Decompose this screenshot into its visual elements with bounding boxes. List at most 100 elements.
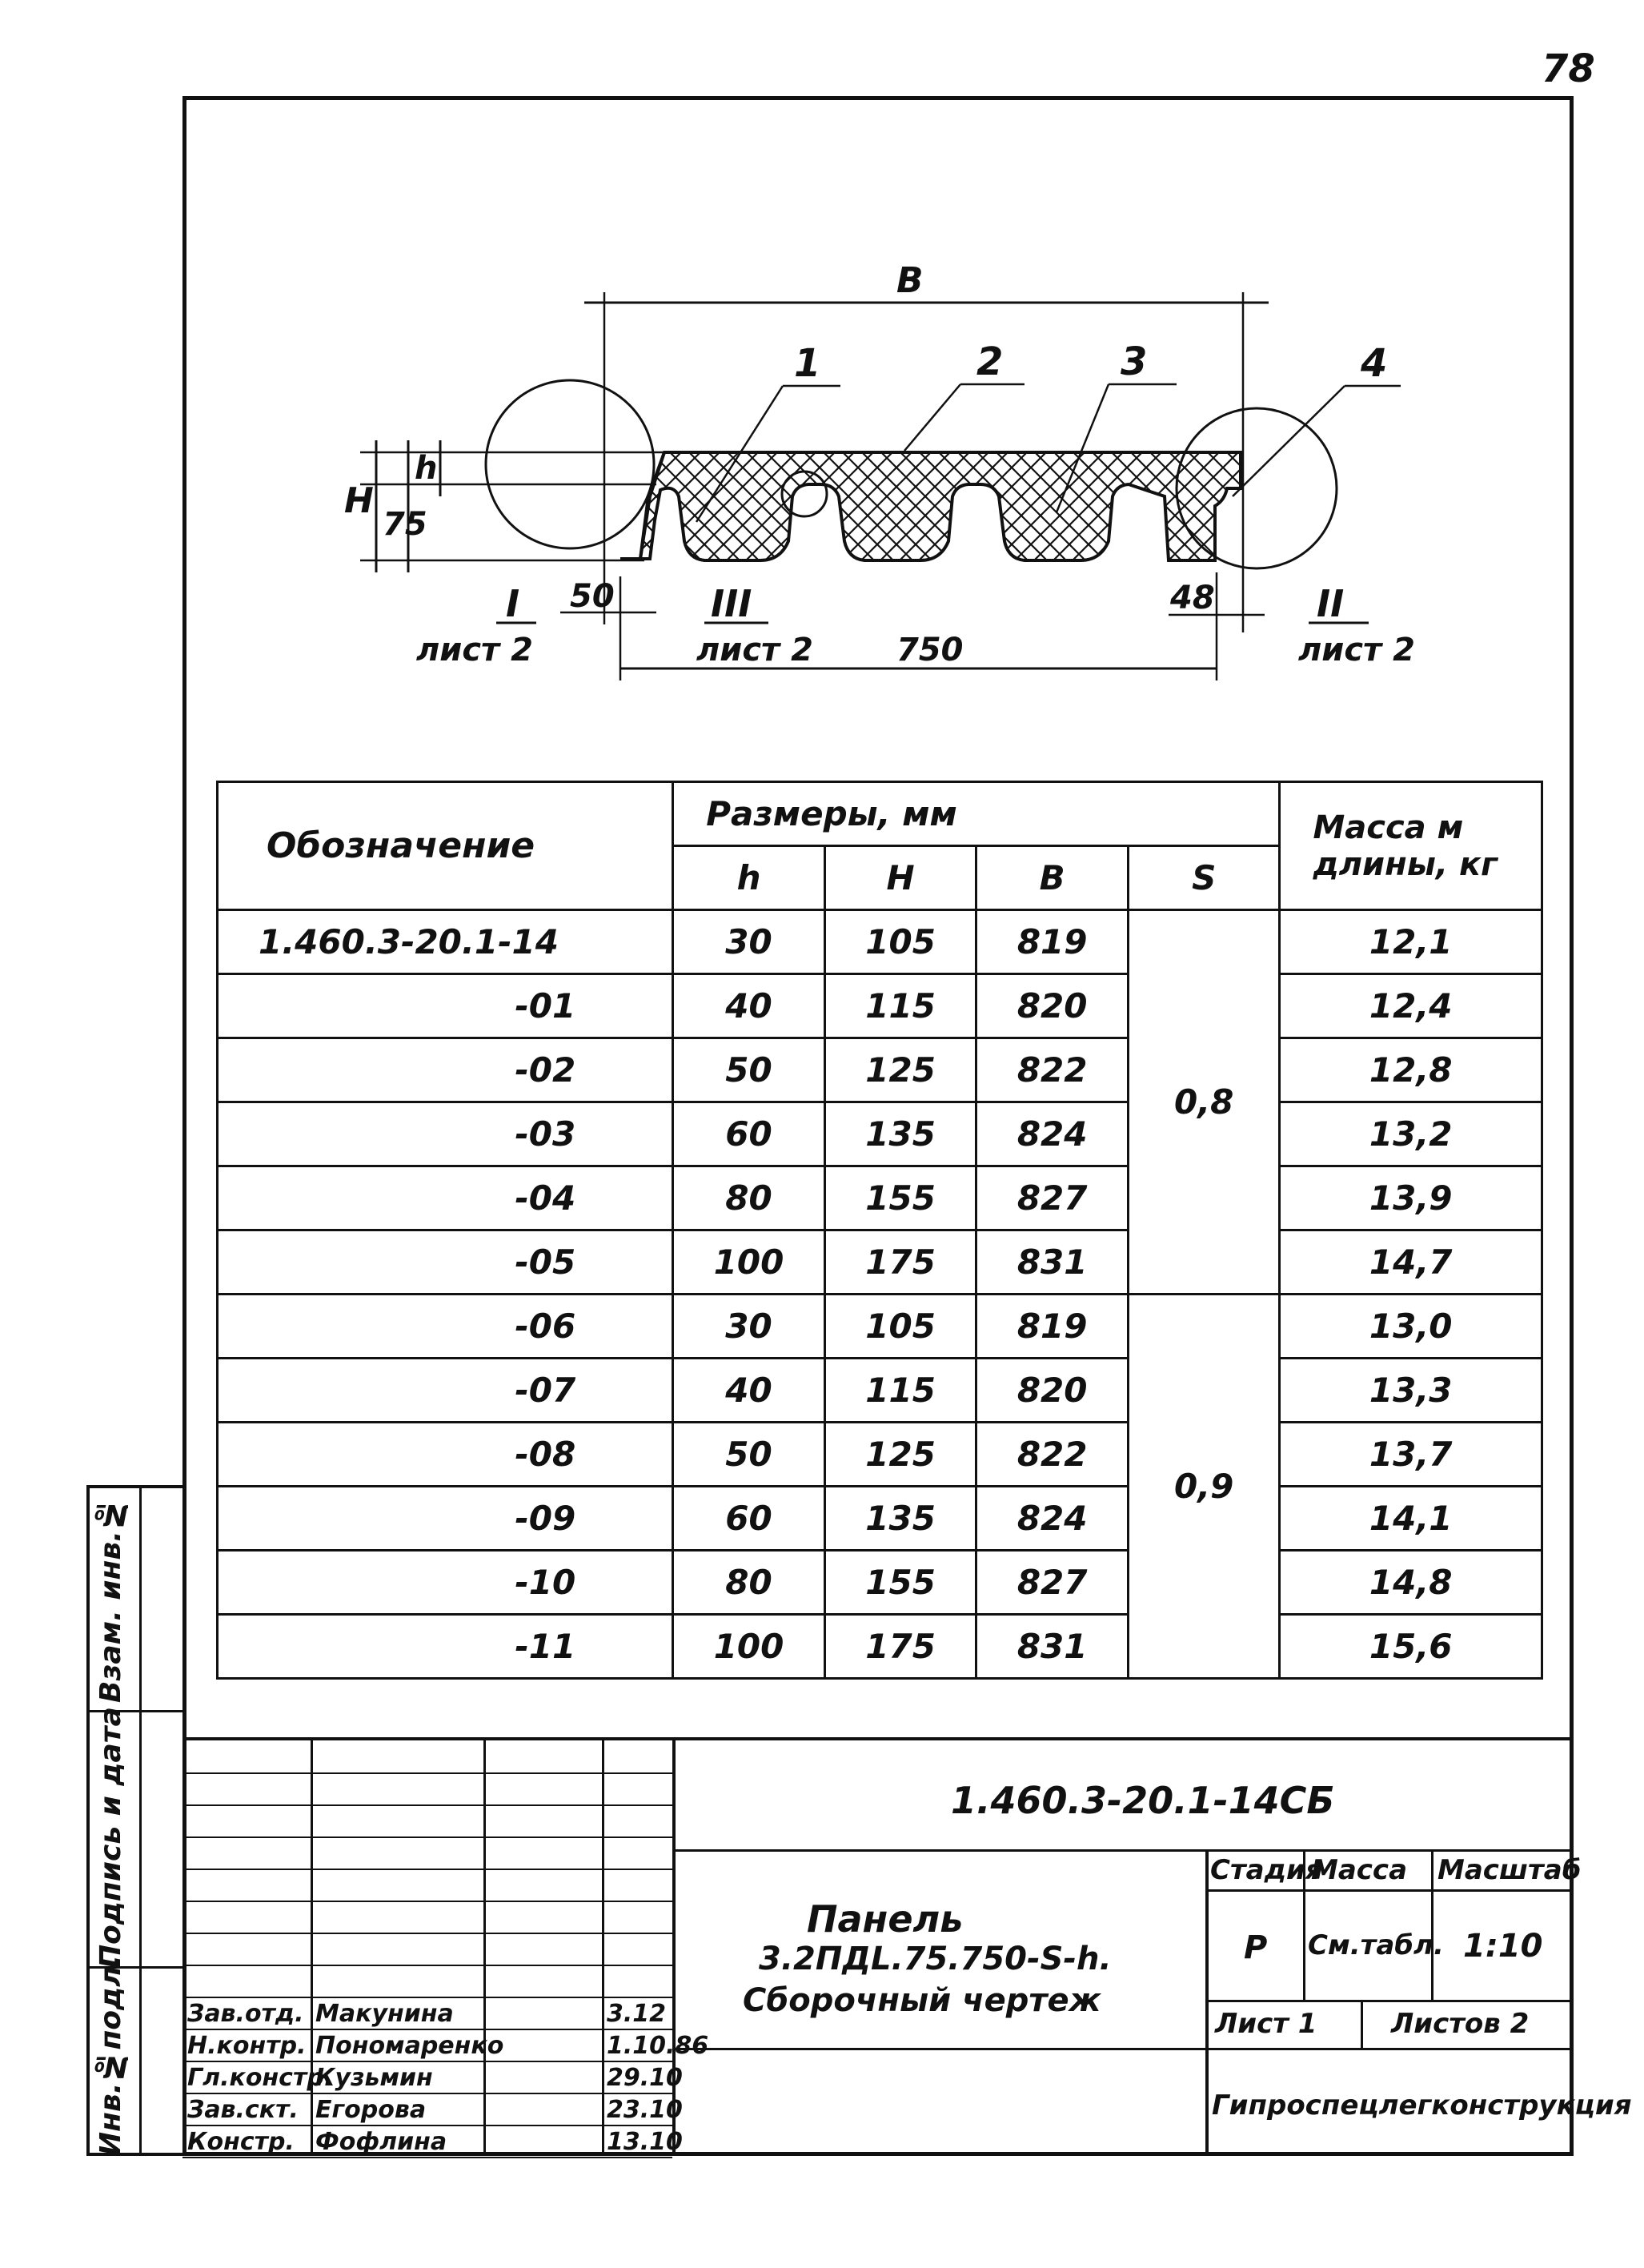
cell-S: 0,8 (1126, 909, 1281, 1295)
signer-col-line (311, 1737, 313, 2156)
organization: Гипроспецлегконструкция (1212, 2089, 1632, 2121)
view-i-sheet-ref: лист 2 (416, 632, 533, 668)
detail-circle-ii (1175, 407, 1338, 570)
cell-B: 827 (975, 1549, 1129, 1616)
cell-mass: 13,9 (1278, 1165, 1543, 1231)
cell-designation: -02 (215, 1037, 675, 1103)
signer-col-line (483, 1737, 486, 2156)
signer-date: 3.12 (607, 2000, 667, 2028)
signer-row-line (182, 2093, 672, 2094)
detail-circle-iii (780, 470, 828, 518)
signer-name: Кузьмин (315, 2064, 433, 2092)
cell-h: 60 (672, 1101, 826, 1167)
signer-date: 29.10 (607, 2064, 683, 2092)
cell-h: 50 (672, 1421, 826, 1487)
cell-mass: 13,3 (1278, 1357, 1543, 1423)
side-strip-sign-label: Подпись и дата (94, 1707, 127, 1969)
signer-col-line (602, 1737, 604, 2156)
view-label-ii: II (1317, 582, 1344, 625)
signer-row-line (182, 2125, 672, 2126)
signer-row-line (182, 1772, 672, 1774)
col-header-h: h (672, 845, 826, 911)
dim-label-750: 750 (896, 632, 964, 668)
cell-designation: -07 (215, 1357, 675, 1423)
tb-stage-header-bottom (1205, 1889, 1574, 1892)
col-header-B: B (975, 845, 1129, 911)
cell-designation: -10 (215, 1549, 675, 1616)
table-header-row-2: h H B S (218, 845, 1542, 911)
cell-h: 100 (672, 1613, 826, 1680)
drawing-frame (182, 96, 1574, 2156)
cell-mass: 12,1 (1278, 909, 1543, 975)
col-header-designation: Обозначение (215, 781, 675, 911)
view-ii-sheet-ref: лист 2 (1298, 632, 1415, 668)
cell-H: 175 (823, 1613, 978, 1680)
col-header-H: H (823, 845, 978, 911)
cell-h: 80 (672, 1165, 826, 1231)
signer-date: 13.10 (607, 2128, 683, 2156)
side-strip-divider (139, 1488, 142, 2156)
cell-B: 819 (975, 1293, 1129, 1359)
view-label-iii: III (711, 582, 752, 625)
side-strip-cell-sign: Подпись и дата (90, 1707, 182, 1969)
leader-4 (1232, 385, 1345, 497)
tb-right-divider (1205, 1849, 1209, 2156)
cell-H: 105 (823, 1293, 978, 1359)
cell-h: 30 (672, 909, 826, 975)
signer-role: Зав.отд. (187, 2000, 304, 2028)
tb-sheet-divider (1361, 2000, 1363, 2048)
signer-role: Зав.скт. (187, 2096, 299, 2124)
signer-row-line (182, 1869, 672, 1870)
doc-code: 1.460.3-20.1-14СБ (951, 1779, 1335, 1822)
signer-date: 1.10.86 (607, 2032, 709, 2060)
sheets-label: Листов 2 (1391, 2008, 1530, 2040)
side-strip: Взам. инв.№ Подпись и дата Инв.№подл. (86, 1485, 186, 2156)
dim-label-48: 48 (1169, 580, 1215, 616)
mass-value: См.табл. (1308, 1929, 1444, 1961)
cell-designation: -04 (215, 1165, 675, 1231)
signer-row-line (182, 1901, 672, 1902)
signer-name: Пономаренко (315, 2032, 504, 2060)
signer-row-line (182, 1997, 672, 1998)
cell-mass: 14,1 (1278, 1485, 1543, 1551)
cell-H: 155 (823, 1165, 978, 1231)
side-strip-inv-label: Инв.№подл. (94, 1954, 127, 2156)
cell-designation: -05 (215, 1229, 675, 1295)
cell-B: 827 (975, 1165, 1129, 1231)
cell-mass: 14,8 (1278, 1549, 1543, 1616)
cell-H: 135 (823, 1485, 978, 1551)
cell-h: 30 (672, 1293, 826, 1359)
panel-name-line2: 3.2ПДL.75.750-S-h. (759, 1941, 1112, 1977)
cell-mass: 12,8 (1278, 1037, 1543, 1103)
cell-designation: -03 (215, 1101, 675, 1167)
panel-edge-left (620, 452, 666, 560)
col-header-mass: Масса м длины, кг (1278, 781, 1543, 911)
tb-top-border (182, 1737, 1574, 1740)
signer-row-line (182, 2157, 672, 2158)
stage-label: Стадия (1210, 1854, 1323, 1886)
tb-stage-col-2 (1431, 1849, 1433, 2000)
dim-label-h-small: h (415, 450, 437, 487)
scale-label: Масштаб (1437, 1854, 1582, 1886)
signer-row-line (182, 1804, 672, 1806)
cell-designation: -09 (215, 1485, 675, 1551)
dim-label-50: 50 (570, 578, 615, 615)
cell-B: 831 (975, 1229, 1129, 1295)
page-number: 78 (1542, 46, 1595, 91)
cell-h: 40 (672, 1357, 826, 1423)
cell-B: 822 (975, 1421, 1129, 1487)
cell-H: 115 (823, 973, 978, 1039)
signer-role: Констр. (187, 2128, 295, 2156)
cell-S: 0,9 (1126, 1293, 1281, 1680)
tb-name-bottom (672, 2048, 1574, 2050)
